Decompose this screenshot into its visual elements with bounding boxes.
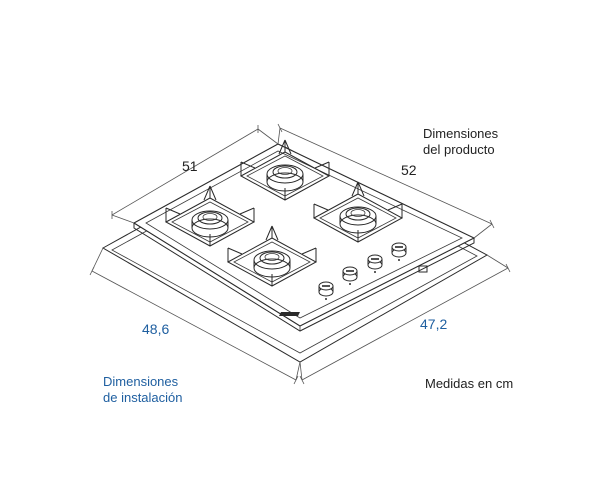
installation-width-dimension-line <box>89 247 301 385</box>
installation-width-value: 48,6 <box>142 321 170 337</box>
product-dimensions-title-line2: del producto <box>423 142 495 157</box>
product-depth-dimension-line <box>277 123 495 239</box>
product-width-value: 51 <box>182 158 198 174</box>
installation-dimensions-title-line2: de instalación <box>103 390 183 405</box>
product-depth-value: 52 <box>401 162 417 178</box>
gas-connector <box>418 265 428 273</box>
product-width-dimension-line <box>111 125 279 224</box>
installation-depth-value: 47,2 <box>420 316 448 332</box>
units-note: Medidas en cm <box>425 376 514 391</box>
installation-dimensions-title-line1: Dimensiones <box>103 374 179 389</box>
brand-plate <box>279 312 300 316</box>
installation-depth-dimension-line <box>299 254 511 385</box>
product-dimensions-title-line1: Dimensiones <box>423 126 499 141</box>
cooktop-glass-plate <box>132 143 476 332</box>
